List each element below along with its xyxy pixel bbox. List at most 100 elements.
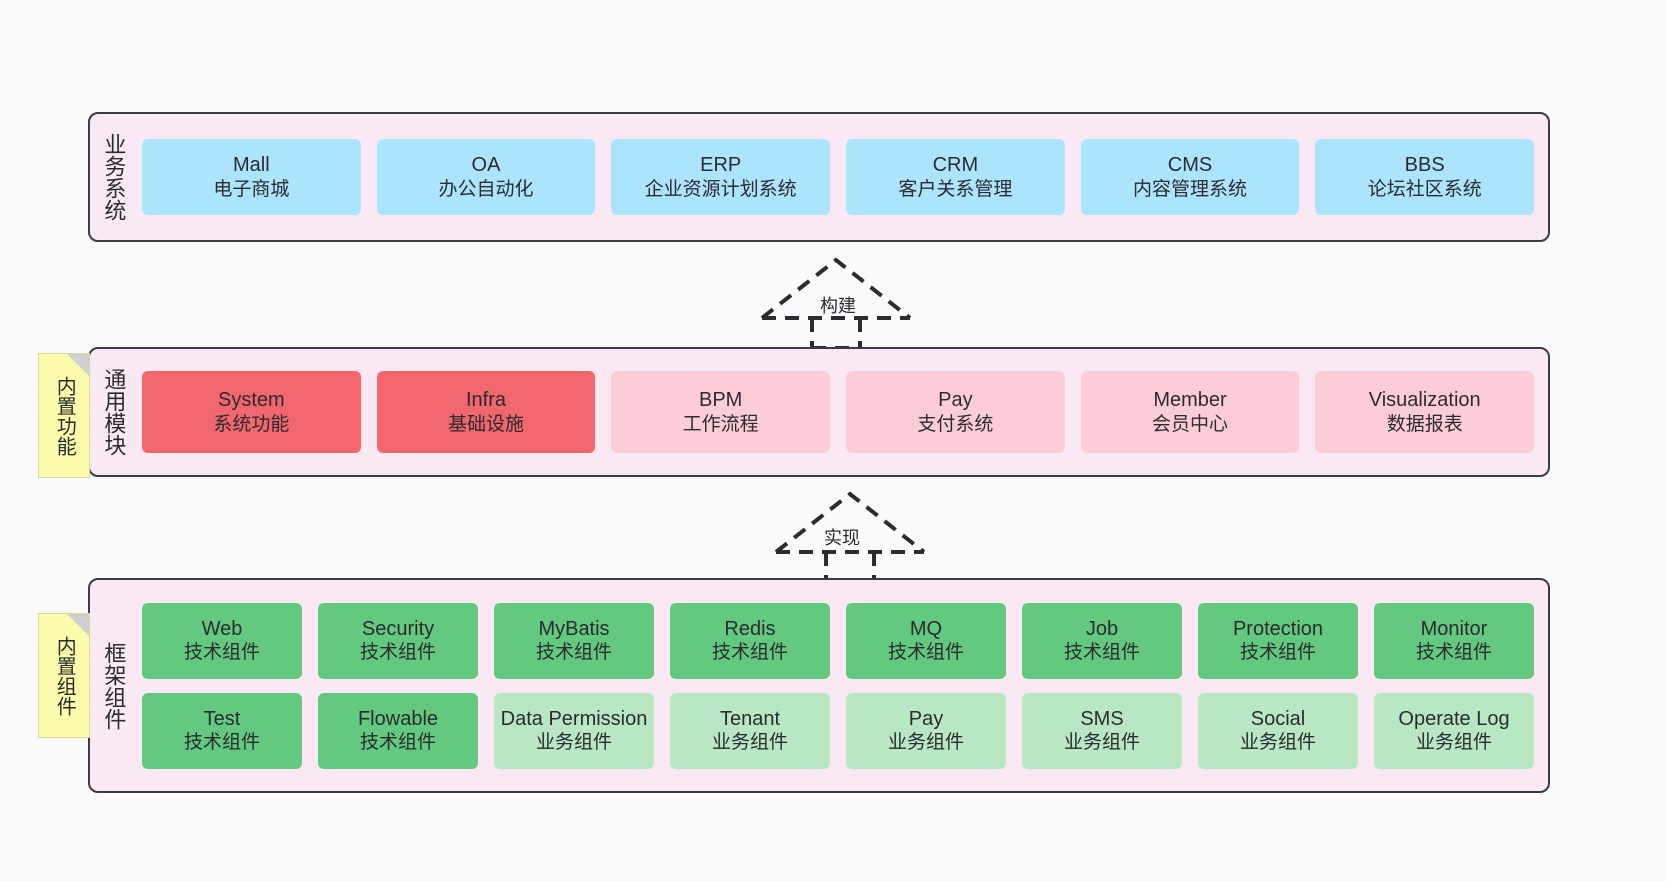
component-card-subtitle: 系统功能 [213, 413, 290, 435]
component-card-subtitle: 工作流程 [682, 413, 759, 435]
layer-common-module-title: 通用模块 [101, 368, 127, 456]
component-card-title: Redis [724, 617, 776, 640]
component-card-title: Test [203, 707, 241, 730]
component-card-subtitle: 支付系统 [917, 413, 994, 435]
component-card-title: System [217, 389, 285, 412]
component-card-title: CMS [1167, 154, 1213, 177]
component-card-title: ERP [700, 154, 742, 177]
component-card-subtitle: 基础设施 [448, 413, 525, 435]
component-card-title: Monitor [1420, 617, 1488, 640]
component-card-subtitle: 内容管理系统 [1133, 178, 1248, 200]
component-card-subtitle: 技术组件 [1415, 642, 1492, 664]
component-card-subtitle: 数据报表 [1386, 413, 1463, 435]
component-card-subtitle: 客户关系管理 [898, 178, 1013, 200]
component-card-subtitle: 业务组件 [887, 732, 964, 754]
note-builtin-function: 内置功能 [38, 353, 90, 478]
component-card-title: Social [1250, 707, 1306, 730]
component-card-title: Security [361, 617, 435, 640]
component-card-subtitle: 技术组件 [711, 642, 788, 664]
component-card-subtitle: 业务组件 [535, 732, 612, 754]
component-card-title: Tenant [719, 707, 781, 730]
component-card-subtitle: 企业资源计划系统 [644, 178, 797, 200]
component-card-title: Visualization [1368, 389, 1481, 412]
component-card-title: MQ [909, 617, 943, 640]
component-card-subtitle: 技术组件 [359, 732, 436, 754]
component-card-title: Job [1085, 617, 1119, 640]
component-card-subtitle: 技术组件 [1239, 642, 1316, 664]
component-card-subtitle: 技术组件 [1063, 642, 1140, 664]
component-card-subtitle: 业务组件 [1239, 732, 1316, 754]
component-card-title: Pay [938, 389, 973, 412]
note-builtin-component: 内置组件 [38, 613, 90, 738]
component-card-subtitle: 技术组件 [183, 732, 260, 754]
component-card-subtitle: 论坛社区系统 [1367, 178, 1482, 200]
layer-business-system-title: 业务系统 [101, 133, 127, 221]
arrow-build-label: 构建 [820, 296, 856, 316]
component-card-title: Operate Log [1398, 707, 1510, 730]
component-card-title: OA [471, 154, 501, 177]
component-card-subtitle: 技术组件 [183, 642, 260, 664]
layer-framework-component-title: 框架组件 [101, 641, 127, 730]
component-card-subtitle: 技术组件 [887, 642, 964, 664]
arrow-implement-label: 实现 [824, 528, 860, 548]
component-card-title: BPM [699, 389, 743, 412]
component-card-subtitle: 业务组件 [711, 732, 788, 754]
component-card-subtitle: 办公自动化 [438, 178, 534, 200]
component-card-title: Web [201, 617, 243, 640]
component-card-subtitle: 会员中心 [1152, 413, 1229, 435]
component-card-title: Data Permission [500, 707, 648, 730]
component-card-title: Flowable [357, 707, 439, 730]
component-card-subtitle: 业务组件 [1063, 732, 1140, 754]
component-card-title: CRM [932, 154, 979, 177]
component-card-subtitle: 技术组件 [359, 642, 436, 664]
component-card-title: MyBatis [538, 617, 610, 640]
component-card-title: Mall [233, 154, 270, 177]
component-card-subtitle: 电子商城 [213, 178, 290, 200]
component-card-title: Pay [908, 707, 944, 730]
component-card-title: Member [1153, 389, 1227, 412]
component-card-title: SMS [1080, 707, 1124, 730]
component-card-title: BBS [1404, 154, 1445, 177]
component-card-title: Protection [1232, 617, 1324, 640]
component-card-subtitle: 技术组件 [535, 642, 612, 664]
